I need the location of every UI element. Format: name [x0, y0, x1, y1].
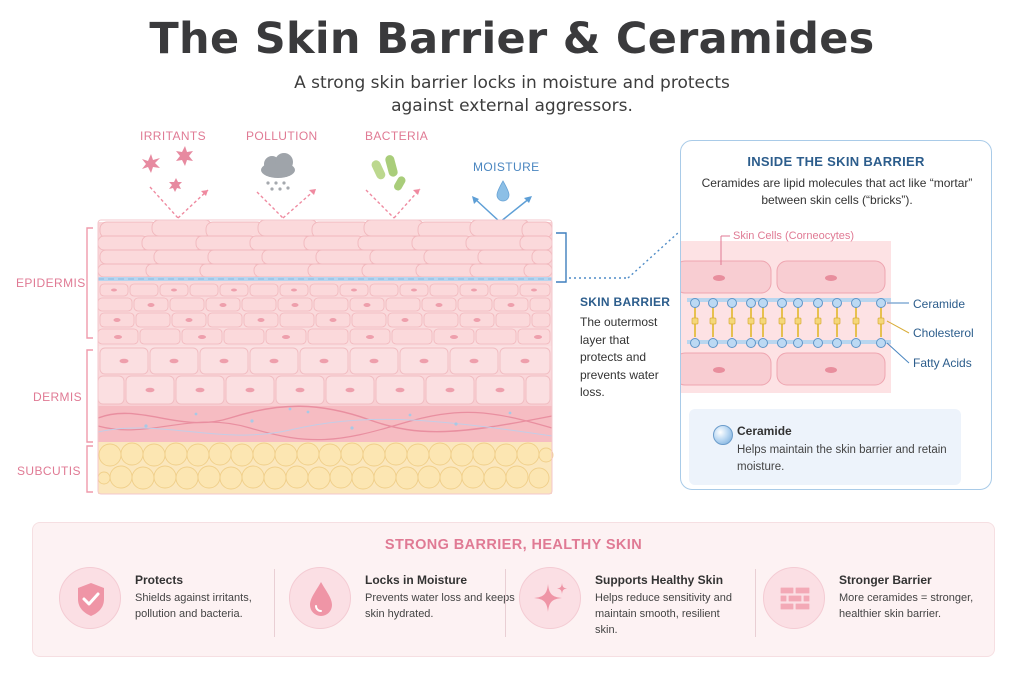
feature-stronger-barrier: Stronger Barrier More ceramides = strong… — [763, 567, 983, 647]
feature-divider — [505, 569, 506, 637]
benefits-panel: STRONG BARRIER, HEALTHY SKIN Protects Sh… — [32, 522, 995, 657]
feature-divider — [755, 569, 756, 637]
skin-cells-label: Skin Cells (Corneocytes) — [733, 230, 854, 242]
ceramide-molecule-icon — [713, 425, 733, 445]
aggressor-arrows — [149, 186, 421, 219]
skin-cross-section-diagram: IRRITANTS POLLUTION BACTERIA MOISTURE — [16, 129, 680, 495]
feature-locks-in-moisture: Locks in Moisture Prevents water loss an… — [289, 567, 515, 647]
ceramide-label: Ceramide — [913, 297, 965, 311]
epidermis-layer — [97, 219, 553, 346]
inside-skin-barrier-panel: Skin Cells (Corneocytes) Ceramide Choles… — [680, 140, 992, 490]
water-drop-icon — [289, 567, 351, 629]
feature-description: More ceramides = stronger, healthier ski… — [839, 592, 974, 620]
brick-wall-icon — [763, 567, 825, 629]
dermis-label: DERMIS — [33, 390, 82, 404]
inside-barrier-title: INSIDE THE SKIN BARRIER — [747, 154, 925, 169]
subcutis-label: SUBCUTIS — [17, 464, 81, 478]
fatty-acids-label: Fatty Acids — [913, 356, 972, 370]
irritants-label: IRRITANTS — [140, 129, 206, 143]
dermis-layer — [97, 346, 553, 442]
benefits-title: STRONG BARRIER, HEALTHY SKIN — [384, 537, 643, 553]
pollution-label: POLLUTION — [246, 129, 318, 143]
moisture-label: MOISTURE — [473, 160, 540, 174]
ceramide-card-description: Helps maintain the skin barrier and reta… — [737, 444, 947, 473]
ceramide-card-title: Ceramide — [737, 424, 792, 438]
page-title: The Skin Barrier & Ceramides — [149, 14, 875, 64]
subcutis-layer — [97, 442, 554, 494]
skin-barrier-title: SKIN BARRIER — [580, 295, 671, 309]
feature-title: Locks in Moisture — [365, 573, 468, 587]
skin-barrier-description: The outermost layer that protects and pr… — [580, 315, 659, 399]
inside-barrier-description: Ceramides are lipid molecules that act l… — [701, 176, 973, 207]
irritant-particles-icon — [142, 146, 193, 192]
bacteria-icon — [371, 155, 406, 191]
bacteria-label: BACTERIA — [365, 129, 428, 143]
feature-title: Supports Healthy Skin — [595, 573, 724, 587]
cholesterol-label: Cholesterol — [913, 326, 974, 340]
feature-divider — [274, 569, 275, 637]
feature-description: Helps reduce sensitivity and maintain sm… — [595, 592, 732, 636]
feature-title: Stronger Barrier — [839, 573, 932, 587]
ceramide-info-card: Ceramide Helps maintain the skin barrier… — [689, 409, 961, 485]
skin-barrier-bracket — [556, 232, 567, 283]
epidermis-label: EPIDERMIS — [16, 276, 86, 290]
feature-title: Protects — [135, 573, 184, 587]
feature-description: Shields against irritants, pollution and… — [135, 592, 252, 620]
shield-check-icon — [59, 567, 121, 629]
pollution-cloud-icon — [261, 153, 295, 191]
feature-supports-healthy-skin: Supports Healthy Skin Helps reduce sensi… — [519, 567, 749, 647]
feature-protects: Protects Shields against irritants, poll… — [59, 567, 271, 647]
feature-description: Prevents water loss and keeps skin hydra… — [365, 592, 515, 620]
page-subtitle: A strong skin barrier locks in moisture … — [294, 73, 730, 116]
moisture-drop-icon — [496, 180, 510, 202]
lipid-bilayer-diagram: Skin Cells (Corneocytes) Ceramide Choles… — [681, 230, 974, 393]
sparkle-icon — [519, 567, 581, 629]
